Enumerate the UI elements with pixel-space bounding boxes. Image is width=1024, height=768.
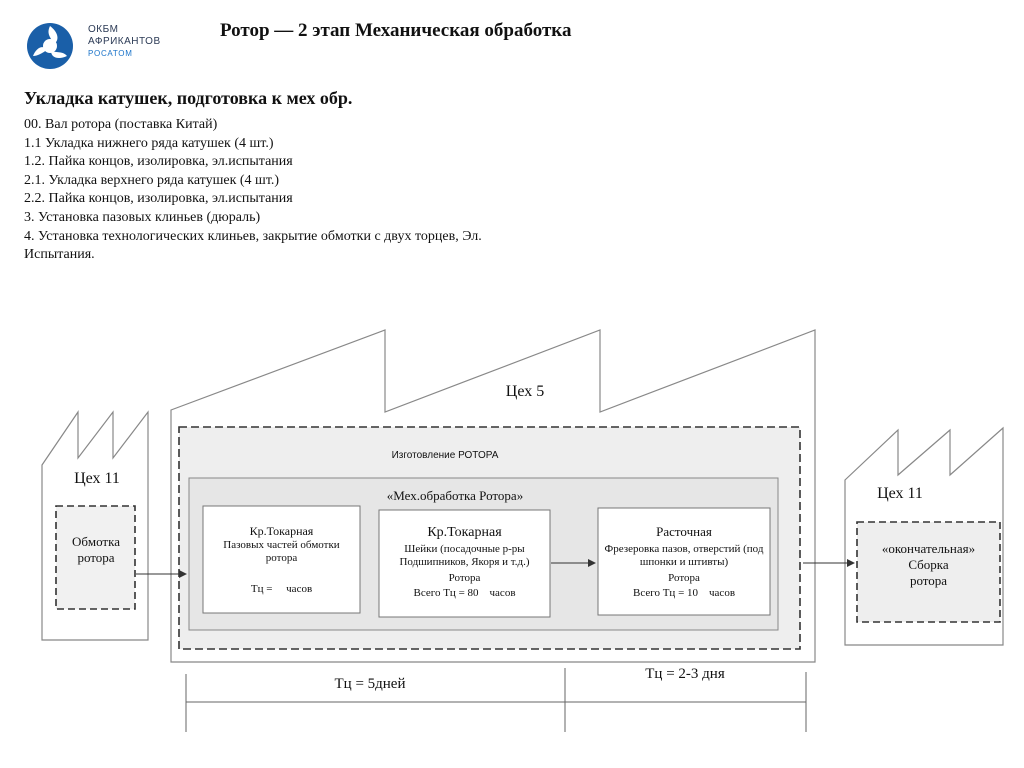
page-title: Ротор — 2 этап Механическая обработка bbox=[220, 20, 572, 41]
logo-text: ОКБМ АФРИКАНТОВ РОСАТОМ bbox=[88, 24, 161, 60]
logo-line2: АФРИКАНТОВ bbox=[88, 36, 161, 47]
machine3-title: Расточная bbox=[656, 524, 712, 539]
timeline-span1-label: Тц = 5дней bbox=[334, 676, 406, 692]
machine3-time: Всего Тц = 10 часов bbox=[632, 587, 736, 599]
okbm-logo-icon bbox=[27, 23, 73, 69]
step-item: 2.1. Укладка верхнего ряда катушек (4 шт… bbox=[24, 172, 280, 188]
machine1-title: Кр.Токарная bbox=[249, 524, 314, 538]
timeline-span2-label: Тц = 2-3 дня bbox=[645, 666, 725, 682]
logo-line3: РОСАТОМ bbox=[88, 49, 133, 58]
winding-label: Обмотка ротора bbox=[71, 534, 120, 565]
workshop-left-label: Цех 11 bbox=[74, 470, 120, 487]
machine3-part: Ротора bbox=[668, 572, 700, 584]
assembly-box bbox=[856, 521, 1001, 623]
workshop-center-label: Цех 5 bbox=[505, 383, 545, 400]
assembly-label-line3: ротора bbox=[909, 573, 948, 588]
steps-list: 00. Вал ротора (поставка Китай) 1.1 Укла… bbox=[24, 116, 484, 265]
machine1-box bbox=[202, 505, 361, 614]
workshop-right-label: Цех 11 bbox=[877, 485, 923, 502]
step-item: 2.2. Пайка концов, изолировка, эл.испыта… bbox=[24, 191, 293, 207]
step-item: 00. Вал ротора (поставка Китай) bbox=[24, 117, 218, 132]
step-item: 3. Установка пазовых клиньев (дюраль) bbox=[24, 209, 261, 225]
machine1-desc: Пазовых частей обмотки ротора bbox=[223, 539, 340, 564]
machine2-desc: Шейки (посадочные р-ры Подшипников, Якор… bbox=[399, 543, 530, 568]
assembly-label-line1: «окончательная» bbox=[881, 541, 976, 556]
step-item: 1.1 Укладка нижнего ряда катушек (4 шт.) bbox=[24, 135, 274, 151]
machine3-box bbox=[597, 507, 771, 616]
machine3-desc: Фрезеровка пазов, отверстий (под шпонки … bbox=[604, 543, 764, 568]
machine2-part: Ротора bbox=[448, 572, 481, 584]
winding-box bbox=[55, 505, 136, 610]
machine1-time: Тц = часов bbox=[250, 583, 313, 595]
section-subtitle: Укладка катушек, подготовка к мех обр. bbox=[24, 88, 353, 108]
machine2-box bbox=[378, 509, 551, 618]
rotor-manufacturing-label: Изготовление РОТОРА bbox=[391, 450, 499, 461]
logo-line1: ОКБМ bbox=[88, 24, 119, 35]
assembly-label-line2: Сборка bbox=[908, 557, 949, 572]
machine2-time: Всего Тц = 80 часов bbox=[413, 587, 516, 599]
machine2-title: Кр.Токарная bbox=[427, 525, 502, 540]
step-item: 4. Установка технологических клиньев, за… bbox=[24, 228, 482, 263]
machining-label: «Мех.обработка Ротора» bbox=[386, 488, 524, 503]
step-item: 1.2. Пайка концов, изолировка, эл.испыта… bbox=[24, 154, 293, 170]
